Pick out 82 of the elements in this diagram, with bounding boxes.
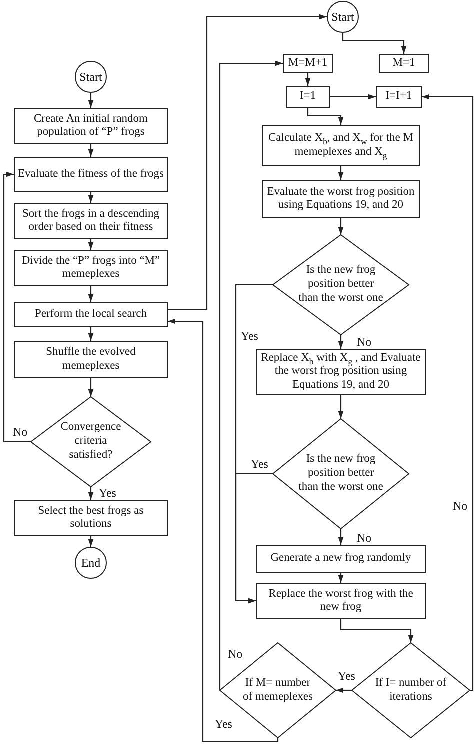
node-text: Evaluate the fitness of the frogs bbox=[18, 168, 164, 182]
node-text: M=M+1 bbox=[288, 56, 328, 70]
process-box bbox=[14, 341, 168, 378]
node-text: Divide the “P” frogs into “M” memeplexes bbox=[20, 254, 162, 282]
process-box bbox=[14, 250, 168, 286]
node-text: Sort the frogs in a descending order based on their fitness bbox=[21, 208, 160, 234]
node-text: Evaluate the worst frog position using Equations 19, and 20 bbox=[266, 186, 416, 212]
decision-diamond bbox=[31, 397, 151, 487]
arrow bbox=[340, 619, 414, 643]
edge-label: Yes bbox=[337, 670, 356, 684]
process-box bbox=[376, 86, 422, 108]
node-text: If M= number of memeplexes bbox=[242, 676, 314, 704]
arrow bbox=[88, 144, 94, 157]
node-text: I=1 bbox=[300, 90, 316, 104]
process-box bbox=[256, 583, 426, 619]
process-box bbox=[14, 157, 168, 192]
arrow bbox=[88, 487, 94, 500]
arrow bbox=[88, 239, 94, 250]
node-text: End bbox=[81, 556, 101, 570]
arrow bbox=[88, 536, 94, 547]
terminal-circle bbox=[75, 61, 107, 93]
node-text: Convergence criteria satisfied? bbox=[60, 421, 122, 463]
arrow bbox=[305, 73, 311, 86]
node-text: Perform the local search bbox=[34, 308, 148, 322]
node-text: Create An initial random population of “P” frogs bbox=[32, 112, 149, 140]
edge-label: No bbox=[12, 426, 29, 440]
decision-diamond bbox=[273, 419, 409, 529]
node-text: Replace the worst frog with the new frog bbox=[268, 588, 414, 614]
node-text: Start bbox=[332, 10, 354, 24]
arrow bbox=[338, 218, 344, 235]
node-text: Select the best frogs as solutions bbox=[37, 504, 145, 532]
node-text: Generate a new frog randomly bbox=[270, 552, 412, 566]
arrow bbox=[342, 33, 407, 54]
arrow bbox=[338, 166, 344, 180]
node-text: If I= number of iterations bbox=[374, 676, 448, 704]
edge-label: No bbox=[227, 648, 244, 662]
arrow bbox=[88, 327, 94, 341]
edge-label: No bbox=[356, 532, 373, 546]
arrow bbox=[235, 473, 273, 604]
arrow bbox=[88, 93, 94, 108]
arrow bbox=[336, 688, 352, 694]
edge-label: No bbox=[452, 500, 469, 514]
arrow bbox=[338, 573, 344, 583]
arrow bbox=[168, 14, 327, 311]
arrow bbox=[88, 192, 94, 203]
edge-label: Yes bbox=[214, 718, 234, 732]
edge-label: Yes bbox=[98, 487, 118, 500]
process-box bbox=[14, 500, 168, 536]
process-box bbox=[256, 545, 426, 573]
arrow bbox=[338, 529, 344, 545]
node-text: Replace X$_{b}$ with X$_{g}$ , and Evaluate the worst frog position using Equations 19, and 20 bbox=[260, 352, 422, 392]
node-text: Calculate X$_{b}$, and X$_{w}$ for the M memeplexes and X$_{g}$ bbox=[268, 132, 414, 159]
node-text: Is the new frog position better than the worst one bbox=[298, 264, 384, 306]
arrow bbox=[422, 94, 474, 692]
process-box bbox=[14, 302, 168, 327]
edge-label: Yes bbox=[250, 458, 270, 472]
arrow bbox=[88, 378, 94, 397]
arrow bbox=[88, 286, 94, 302]
process-box bbox=[283, 54, 333, 73]
process-box bbox=[286, 86, 330, 108]
decision-diamond bbox=[273, 235, 409, 335]
arrow bbox=[219, 60, 283, 692]
process-box bbox=[14, 203, 168, 239]
process-box bbox=[262, 180, 420, 218]
process-box bbox=[379, 54, 429, 73]
terminal-circle bbox=[327, 1, 359, 33]
terminal-circle bbox=[75, 547, 107, 579]
arrow bbox=[338, 335, 344, 349]
arrow bbox=[3, 172, 31, 443]
edge-label: No bbox=[356, 336, 373, 350]
node-text: M=1 bbox=[392, 56, 416, 70]
arrow bbox=[307, 108, 344, 125]
process-box bbox=[262, 125, 420, 166]
node-text: I=I+1 bbox=[386, 90, 412, 104]
process-box bbox=[14, 108, 168, 144]
node-text: Is the new frog position better than the worst one bbox=[298, 453, 384, 495]
node-text: Shuffle the evolved memeplexes bbox=[45, 346, 137, 373]
arrow bbox=[330, 94, 376, 100]
edge-label: Yes bbox=[240, 330, 260, 344]
arrow bbox=[338, 395, 344, 419]
node-text: Start bbox=[80, 70, 102, 84]
arrow bbox=[168, 318, 279, 743]
